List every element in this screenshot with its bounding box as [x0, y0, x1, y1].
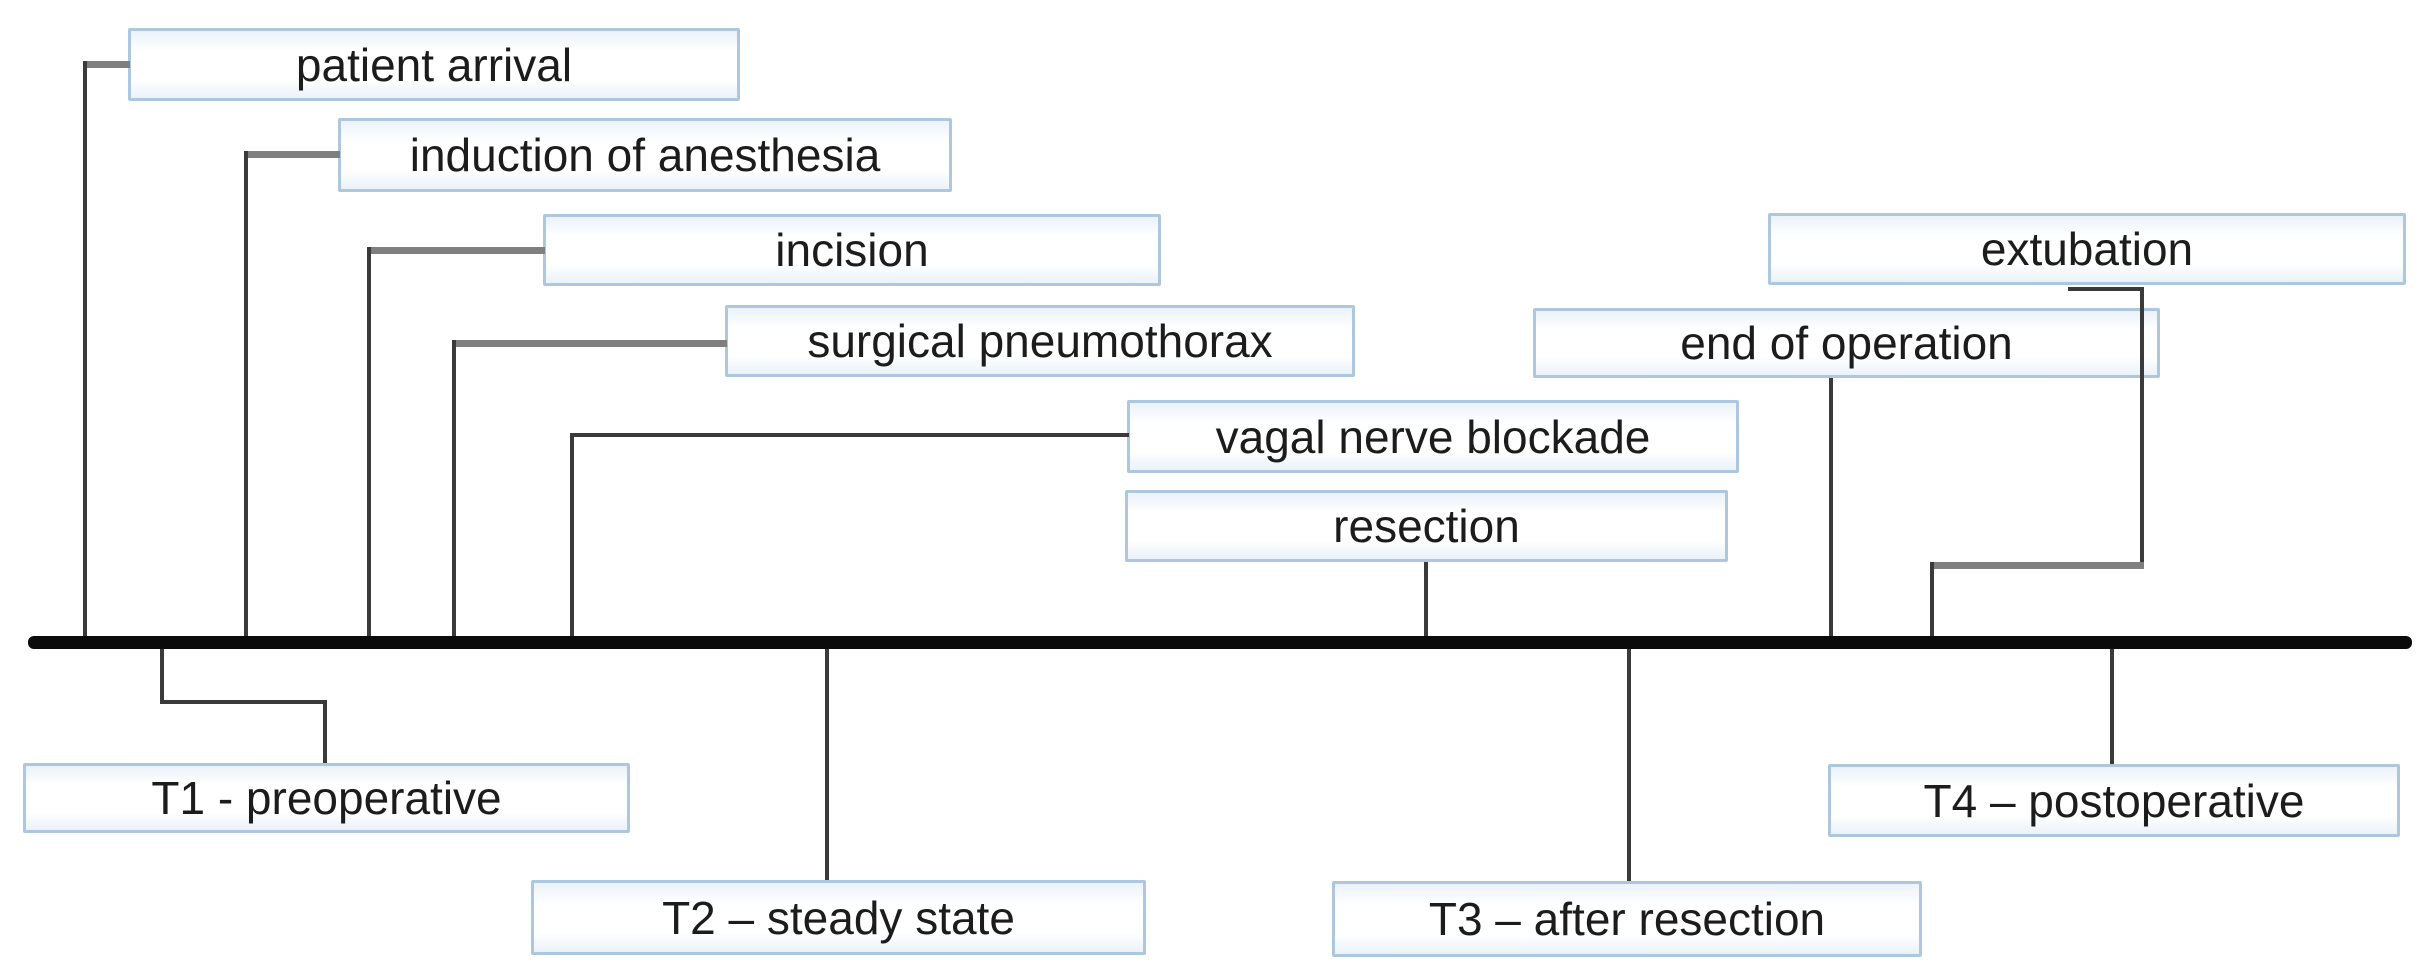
event-label: vagal nerve blockade [1215, 410, 1651, 463]
connector-t4-drop [2110, 649, 2114, 764]
event-label: patient arrival [295, 38, 573, 91]
phase-label: T3 – after resection [1428, 893, 1826, 945]
connector-t1-seg3 [323, 700, 327, 763]
event-label: extubation [1980, 223, 2194, 275]
event-box-end-of-operation: end of operation [1533, 308, 2160, 378]
event-label: end of operation [1680, 317, 2013, 369]
event-label: induction of anesthesia [409, 129, 881, 181]
timeline-bar [28, 636, 2412, 649]
event-box-surgical-pneumothorax: surgical pneumothorax [725, 305, 1355, 377]
event-box-patient-arrival: patient arrival [128, 28, 740, 101]
event-box-vagal-nerve-blockade: vagal nerve blockade [1127, 400, 1739, 473]
connector-t2-drop [825, 649, 829, 880]
connector-extubation-jog [2068, 287, 2144, 291]
connector-extubation-horizontal [1930, 562, 2144, 569]
connector-induction-stub [244, 151, 340, 158]
connector-pneumothorax-drop [452, 340, 456, 639]
phase-label: T2 – steady state [662, 891, 1015, 944]
connector-induction-drop [244, 151, 248, 639]
connector-patient-arrival-drop [83, 61, 87, 639]
phase-box-t3-after-resection: T3 – after resection [1332, 881, 1922, 957]
connector-t1-seg2 [160, 700, 327, 704]
connector-vagal-drop [570, 433, 574, 639]
event-label: resection [1333, 500, 1520, 552]
connector-incision-drop [367, 247, 371, 639]
connector-extubation-drop1 [2140, 287, 2144, 568]
event-box-extubation: extubation [1768, 213, 2406, 285]
connector-t1-seg1 [160, 649, 164, 704]
phase-box-t1-preoperative: T1 - preoperative [23, 763, 630, 833]
event-label: incision [775, 224, 929, 276]
event-label: surgical pneumothorax [807, 315, 1273, 367]
connector-extubation-drop2 [1930, 562, 1934, 639]
connector-pneumothorax-stub [452, 340, 727, 347]
connector-end-of-operation-drop [1829, 378, 1833, 639]
phase-box-t4-postoperative: T4 – postoperative [1828, 764, 2400, 837]
phase-label: T1 - preoperative [151, 772, 502, 824]
connector-vagal-stub [570, 433, 1129, 437]
connector-resection-drop [1424, 562, 1428, 639]
phase-box-t2-steady-state: T2 – steady state [531, 880, 1146, 955]
event-box-resection: resection [1125, 490, 1728, 562]
event-box-induction-of-anesthesia: induction of anesthesia [338, 118, 952, 192]
connector-incision-stub [367, 247, 545, 254]
connector-t3-drop [1627, 649, 1631, 881]
phase-label: T4 – postoperative [1923, 774, 2305, 827]
event-box-incision: incision [543, 214, 1161, 286]
connector-patient-arrival-stub [83, 61, 130, 68]
